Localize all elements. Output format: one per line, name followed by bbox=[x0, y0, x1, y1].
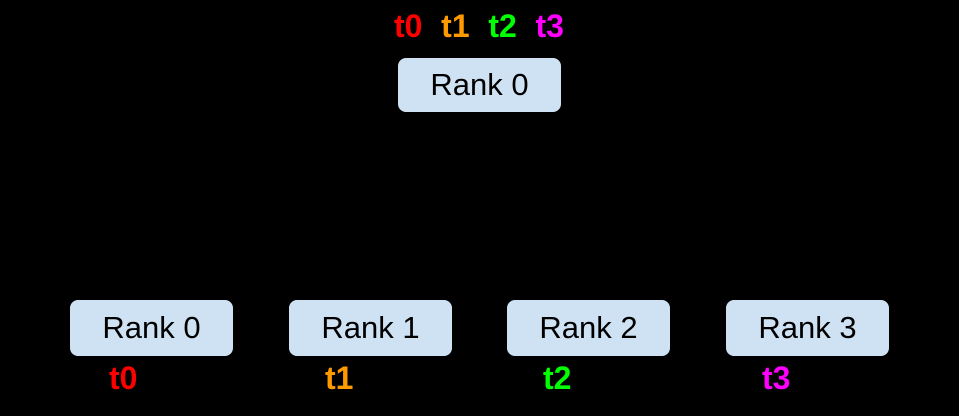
rank3-thread-label-t3: t3 bbox=[762, 360, 791, 396]
node-rank3: Rank 3 bbox=[724, 298, 891, 358]
node-rank3-label: Rank 3 bbox=[758, 310, 857, 345]
node-rank0: Rank 0 bbox=[68, 298, 235, 358]
root-thread-labels: t0 t1 t2 t3 bbox=[394, 8, 564, 44]
node-root-label: Rank 0 bbox=[430, 67, 529, 102]
root-thread-label-t2: t2 bbox=[488, 8, 517, 44]
node-rank0-label: Rank 0 bbox=[102, 310, 201, 345]
root-thread-label-t3: t3 bbox=[535, 8, 564, 44]
node-rank1: Rank 1 bbox=[287, 298, 454, 358]
rank2-thread-label-t2: t2 bbox=[543, 360, 572, 396]
node-root-rank0: Rank 0 bbox=[396, 56, 563, 114]
node-rank1-label: Rank 1 bbox=[321, 310, 420, 345]
rank1-thread-label-t1: t1 bbox=[325, 360, 354, 396]
node-rank2: Rank 2 bbox=[505, 298, 672, 358]
rank0-thread-label-t0: t0 bbox=[109, 360, 138, 396]
root-thread-label-t1: t1 bbox=[441, 8, 470, 44]
node-rank2-label: Rank 2 bbox=[539, 310, 638, 345]
root-thread-label-t0: t0 bbox=[394, 8, 423, 44]
